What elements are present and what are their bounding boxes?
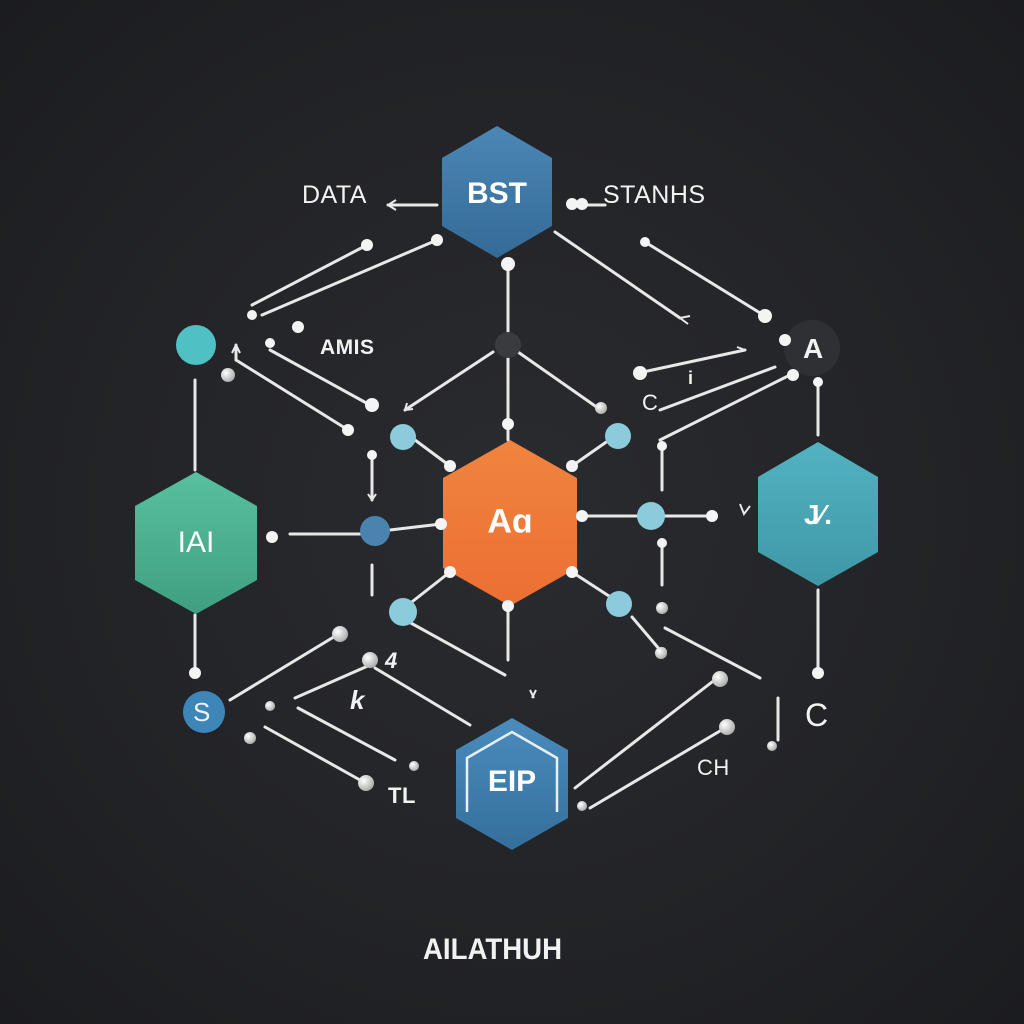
hex-bottom-label: EIP — [487, 765, 537, 798]
label-data: DATA — [302, 181, 367, 209]
connector-lines — [193, 203, 820, 810]
footer-title: AILATHUH — [423, 933, 563, 966]
label-c-small: C — [642, 390, 659, 415]
hex-left[interactable] — [135, 472, 257, 614]
label-tl-bottom: TL — [388, 783, 416, 808]
label-amis: AMIS — [320, 336, 375, 359]
label-c-right: C — [805, 697, 829, 733]
hex-bottom-inner-outline — [465, 730, 559, 812]
hex-right-label: J⁄. — [803, 499, 833, 530]
grey-spheres — [221, 368, 777, 811]
label-stanhs: STANHS — [603, 181, 706, 209]
hex-top-label: BST — [467, 177, 527, 210]
hex-center[interactable] — [443, 440, 577, 606]
label-a-circle: A — [803, 333, 824, 364]
hex-top[interactable] — [442, 126, 552, 258]
hex-center-label: Aɑ — [487, 502, 533, 541]
label-i-mark: i — [688, 368, 694, 388]
small-nodes — [176, 320, 840, 733]
label-k-mid: k — [350, 685, 365, 715]
arrow-marks — [231, 199, 751, 699]
hex-left-label: IAI — [177, 526, 215, 559]
label-ch-bottom: CH — [697, 755, 730, 780]
hex-bottom[interactable] — [456, 718, 568, 850]
label-four: 4 — [385, 648, 398, 673]
label-s-circle: S — [193, 697, 211, 727]
hex-right[interactable] — [758, 442, 878, 586]
